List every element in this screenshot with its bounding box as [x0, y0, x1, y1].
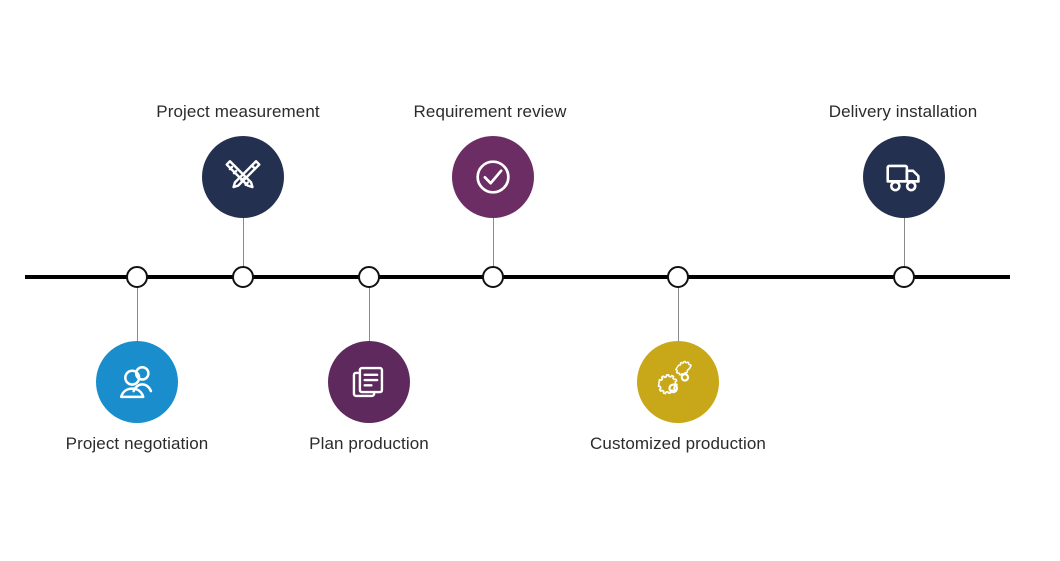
step-label-step-5: Customized production	[590, 434, 766, 453]
timeline-axis	[25, 275, 1010, 279]
timeline-node-step-1[interactable]	[126, 266, 148, 288]
icon-bubble-step-5[interactable]	[637, 341, 719, 423]
people-group-icon	[114, 359, 160, 405]
icon-bubble-step-6[interactable]	[863, 136, 945, 218]
step-label-step-1: Project negotiation	[65, 434, 209, 453]
icon-bubble-step-1[interactable]	[96, 341, 178, 423]
step-label-step-4: Requirement review	[413, 102, 567, 121]
icon-bubble-step-3[interactable]	[328, 341, 410, 423]
connector-stem-step-6	[904, 218, 905, 277]
timeline-node-step-3[interactable]	[358, 266, 380, 288]
check-circle-icon	[470, 154, 516, 200]
connector-stem-step-2	[243, 218, 244, 277]
timeline-node-step-2[interactable]	[232, 266, 254, 288]
connector-stem-step-4	[493, 218, 494, 277]
icon-bubble-step-4[interactable]	[452, 136, 534, 218]
step-label-step-6: Delivery installation	[828, 102, 978, 121]
step-label-step-2: Project measurement	[156, 102, 320, 121]
connector-stem-step-3	[369, 277, 370, 349]
gears-icon	[655, 359, 701, 405]
delivery-truck-icon	[881, 154, 927, 200]
documents-stack-icon	[346, 359, 392, 405]
step-label-step-3: Plan production	[309, 434, 429, 453]
pencil-ruler-icon	[220, 154, 266, 200]
timeline-node-step-6[interactable]	[893, 266, 915, 288]
timeline-node-step-5[interactable]	[667, 266, 689, 288]
icon-bubble-step-2[interactable]	[202, 136, 284, 218]
connector-stem-step-5	[678, 277, 679, 349]
timeline-node-step-4[interactable]	[482, 266, 504, 288]
connector-stem-step-1	[137, 277, 138, 349]
